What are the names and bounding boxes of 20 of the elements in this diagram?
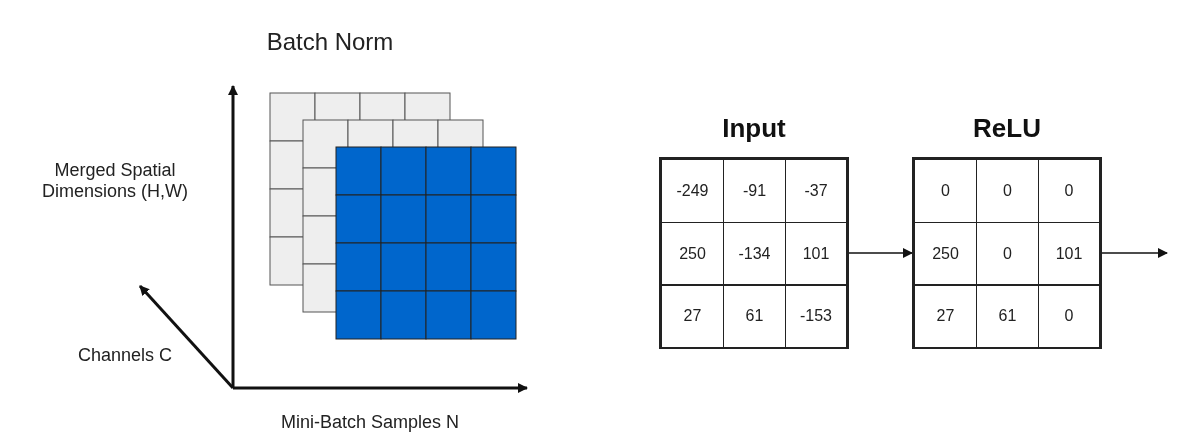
table-cell: 101 — [1038, 221, 1100, 286]
panel-title: Batch Norm — [265, 28, 395, 56]
table-cell: 0 — [1038, 159, 1100, 223]
axis-label: Channels C — [76, 345, 174, 366]
table-cell: 27 — [914, 284, 977, 349]
table-cell: -37 — [785, 159, 847, 223]
table-cell: 250 — [914, 221, 977, 286]
table-cell: -153 — [785, 284, 847, 349]
axis-label: Mini-Batch Samples N — [279, 412, 461, 433]
table-cell: 250 — [661, 221, 724, 286]
table-cell: 27 — [661, 284, 724, 349]
axis-label: Merged Spatial Dimensions (H,W) — [41, 160, 189, 202]
table-cell: 0 — [914, 159, 977, 223]
table-cell: -249 — [661, 159, 724, 223]
table-cell: 0 — [1038, 284, 1100, 349]
table-title: ReLU — [972, 113, 1042, 144]
table-title: Input — [721, 113, 787, 144]
table-cell: 101 — [785, 221, 847, 286]
arrow — [1101, 248, 1168, 258]
arrow — [848, 248, 913, 258]
